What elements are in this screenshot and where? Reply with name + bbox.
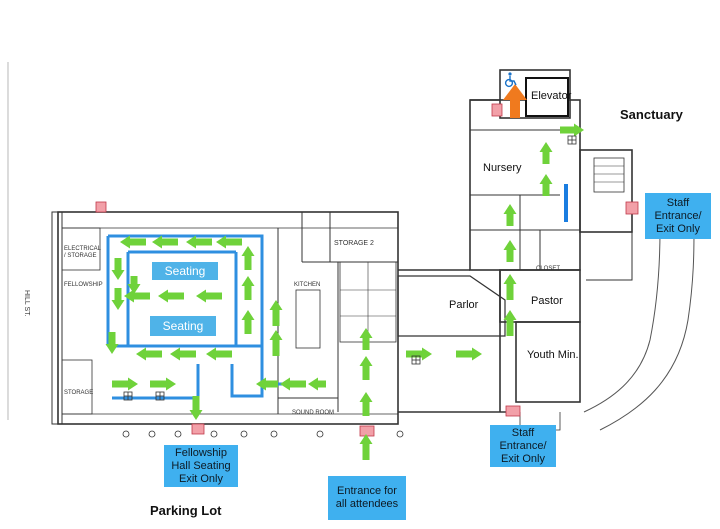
seating-area-1: Seating: [152, 262, 218, 280]
exit-door-marker: [95, 201, 107, 213]
blue-route-lines: [106, 184, 568, 400]
green-direction-arrow: [150, 377, 176, 391]
fellowship-label: FELLOWSHIP: [64, 282, 103, 288]
staff-exit-callout-bottom: Staff Entrance/ Exit Only: [490, 425, 556, 467]
green-direction-arrow: [241, 310, 255, 334]
green-direction-arrow: [269, 300, 283, 326]
green-direction-arrow: [280, 377, 306, 391]
green-direction-arrow: [186, 235, 212, 249]
green-direction-arrow: [503, 240, 517, 262]
green-direction-arrow: [170, 347, 196, 361]
column-markers: [122, 430, 404, 438]
green-direction-arrow: [359, 328, 373, 350]
green-direction-arrow: [359, 356, 373, 380]
sound-room-label: SOUND ROOM: [292, 410, 334, 416]
green-direction-arrow: [503, 204, 517, 226]
green-direction-arrow: [158, 289, 184, 303]
green-direction-arrow: [503, 274, 517, 300]
closet-label: CLOSET: [536, 266, 561, 272]
elevator-up-arrow: [503, 84, 527, 118]
green-direction-arrow: [112, 377, 138, 391]
sanctuary-label: Sanctuary: [620, 107, 683, 122]
kitchen-label: KITCHEN: [294, 282, 321, 288]
hill-st-label: HILL ST.: [23, 290, 30, 317]
green-direction-arrow: [120, 235, 146, 249]
green-direction-arrow: [456, 347, 482, 361]
green-direction-arrow: [216, 235, 242, 249]
green-direction-arrow: [359, 434, 373, 460]
pastor-label: Pastor: [531, 295, 563, 307]
youth-min-label: Youth Min.: [527, 349, 579, 361]
green-direction-arrow: [111, 288, 125, 310]
green-direction-arrow: [111, 258, 125, 280]
green-direction-arrow: [539, 142, 553, 164]
green-direction-arrow: [206, 347, 232, 361]
nursery-label: Nursery: [483, 162, 522, 174]
green-arrows: [105, 123, 584, 460]
green-direction-arrow: [269, 330, 283, 356]
green-direction-arrow: [256, 377, 278, 391]
exit-door-marker: [191, 423, 205, 435]
electrical-storage-label: ELECTRICAL / STORAGE: [64, 246, 101, 259]
green-direction-arrow: [241, 246, 255, 270]
main-entrance-callout: Entrance for all attendees: [328, 476, 406, 520]
green-direction-arrow: [105, 332, 119, 354]
storage2-label: STORAGE 2: [334, 240, 374, 247]
green-direction-arrow: [241, 276, 255, 300]
parking-lot-label: Parking Lot: [150, 503, 222, 518]
green-direction-arrow: [124, 289, 150, 303]
exit-door-marker: [505, 405, 521, 417]
green-direction-arrow: [539, 174, 553, 196]
green-direction-arrow: [359, 392, 373, 416]
exit-door-marker: [491, 103, 503, 117]
green-direction-arrow: [189, 396, 203, 420]
elevator: [503, 72, 569, 118]
staff-exit-callout-right: Staff Entrance/ Exit Only: [645, 193, 711, 239]
seating-area-2: Seating: [150, 316, 216, 336]
elevator-label: Elevator: [531, 90, 572, 102]
green-direction-arrow: [406, 347, 432, 361]
exit-door-marker: [625, 201, 639, 215]
green-direction-arrow: [136, 347, 162, 361]
green-direction-arrow: [560, 123, 584, 137]
fellowship-exit-callout: Fellowship Hall Seating Exit Only: [164, 445, 238, 487]
green-direction-arrow: [503, 310, 517, 336]
green-direction-arrow: [196, 289, 222, 303]
exit-door-marker: [359, 425, 375, 437]
exit-door-markers: [95, 103, 639, 437]
parlor-label: Parlor: [449, 299, 479, 311]
storage-label: STORAGE: [64, 390, 94, 396]
plus-markers: [123, 135, 577, 401]
wheelchair-icon: [504, 72, 517, 88]
green-direction-arrow: [127, 276, 141, 294]
green-direction-arrow: [308, 377, 326, 391]
green-direction-arrow: [152, 235, 178, 249]
